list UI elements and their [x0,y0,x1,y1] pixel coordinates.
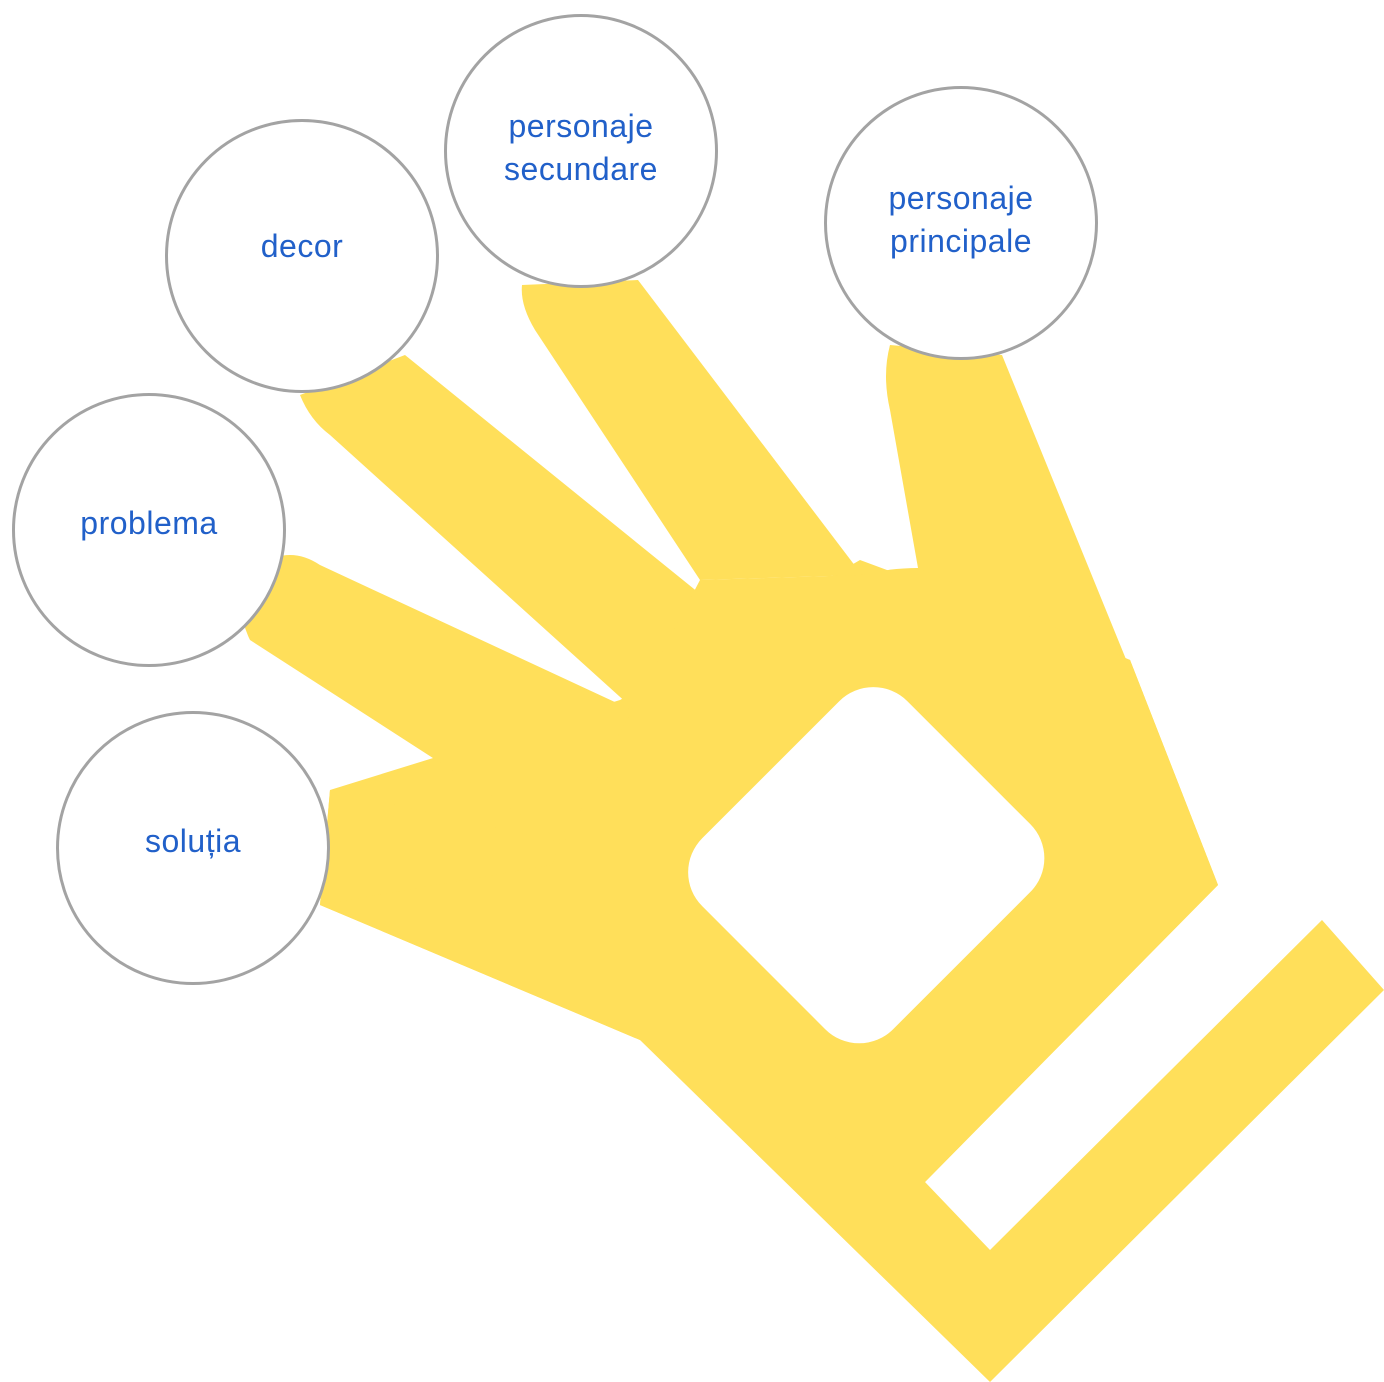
palm-hole [688,687,1045,1044]
finger-circle-problema: problema [12,393,286,667]
label-decor: decor [260,227,344,264]
label-personaje-secundare: personaje secundare [504,108,658,187]
finger-secundare [521,280,862,580]
finger-problema [242,555,632,840]
finger-circle-principale: personaje principale [824,86,1098,360]
finger-circle-solutia: soluția [56,711,330,985]
finger-circle-secundare: personaje secundare [444,14,718,288]
label-problema: problema [80,504,218,541]
finger-circle-decor: decor [165,119,439,393]
label-personaje-principale: personaje principale [888,180,1034,259]
finger-decor [300,355,720,715]
finger-solutia [320,790,560,905]
label-solutia: soluția [145,822,241,859]
finger-principale [860,345,1218,885]
